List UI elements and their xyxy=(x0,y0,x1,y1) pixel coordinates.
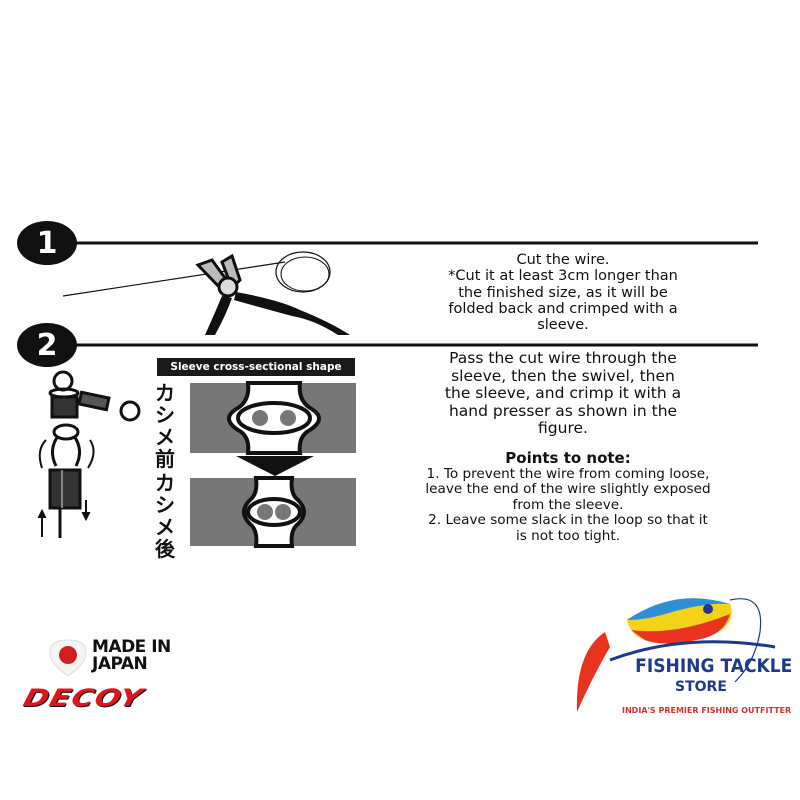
swivel-sleeve-illustration xyxy=(37,370,141,538)
made-in-japan-text: MADE IN JAPAN xyxy=(92,639,171,673)
step-2-instructions: Pass the cut wire through the sleeve, th… xyxy=(380,349,746,438)
step-2-number: 2 xyxy=(37,328,58,363)
step-2-line: hand presser as shown in the xyxy=(448,401,678,420)
point-line: 2. Leave some slack in the loop so that … xyxy=(428,512,708,528)
jp-char: 前 xyxy=(155,447,175,471)
step-1-number: 1 xyxy=(37,226,58,261)
step-1-line: Cut the wire. xyxy=(516,252,610,268)
sleeve-after-diagram xyxy=(190,476,356,548)
made-in-japan-logo xyxy=(49,639,87,677)
step-2-line: the sleeve, and crimp it with a xyxy=(444,384,682,402)
step-1-line: the finished size, as it will be xyxy=(458,284,668,301)
jp-char: メ xyxy=(155,515,175,539)
sleeve-before-diagram xyxy=(190,381,356,455)
jp-char: カ xyxy=(155,471,175,495)
fishing-tackle-store-logo: FISHING TACKLE STORE INDIA'S PREMIER FIS… xyxy=(576,598,792,715)
point-line: leave the end of the wire slightly expos… xyxy=(425,481,711,497)
step-2-line: figure. xyxy=(538,419,588,437)
wire-cutter-illustration xyxy=(62,251,350,335)
step-2-line: Pass the cut wire through the xyxy=(449,349,677,367)
point-line: from the sleeve. xyxy=(512,496,624,513)
made-in-line: JAPAN xyxy=(92,654,148,674)
store-name: FISHING TACKLE xyxy=(635,655,792,677)
after-crimp-label: カ シ メ 後 xyxy=(153,472,177,560)
step-1-line: sleeve. xyxy=(537,317,589,334)
jp-char: シ xyxy=(155,403,175,427)
made-in-line: MADE IN xyxy=(92,637,171,657)
store-tagline: INDIA'S PREMIER FISHING OUTFITTER xyxy=(622,706,791,715)
points-to-note: Points to note: 1. To prevent the wire f… xyxy=(380,449,756,544)
step-1-line: *Cut it at least 3cm longer than xyxy=(448,268,678,285)
jp-char: カ xyxy=(155,381,175,405)
decoy-logo: DECOY xyxy=(20,684,147,712)
point-line: is not too tight. xyxy=(515,527,621,544)
step-2-line: sleeve, then the swivel, then xyxy=(451,366,675,385)
step-1-line: folded back and crimped with a xyxy=(448,300,678,317)
step-1-instructions: Cut the wire. *Cut it at least 3cm longe… xyxy=(380,252,746,333)
step-1-badge xyxy=(17,221,77,265)
jp-char: 後 xyxy=(155,537,175,561)
point-line: 1. To prevent the wire from coming loose… xyxy=(426,465,710,482)
jp-char: シ xyxy=(155,493,175,517)
jp-char: メ xyxy=(155,425,175,449)
points-title: Points to note: xyxy=(505,449,631,467)
store-sub: STORE xyxy=(675,679,727,695)
crimp-arrow-icon xyxy=(236,456,314,476)
sleeve-diagram-title: Sleeve cross-sectional shape xyxy=(157,358,355,376)
before-crimp-label: カ シ メ 前 xyxy=(153,382,177,470)
step-2-badge xyxy=(17,323,77,367)
